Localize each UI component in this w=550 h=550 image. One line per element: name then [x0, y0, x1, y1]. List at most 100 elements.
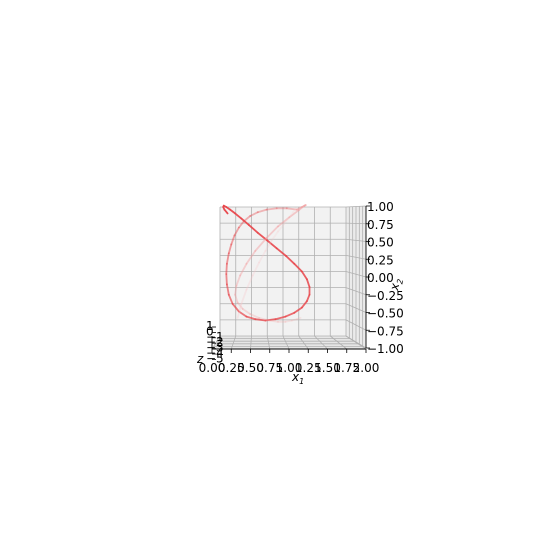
y-tick-label: 0.00 [367, 271, 394, 285]
y-tick-label: −1.00 [367, 342, 404, 356]
trajectory-segment [248, 224, 259, 234]
z-tick-label: −2 [206, 335, 224, 349]
trajectory-segment [245, 315, 257, 321]
trajectory-segment [256, 208, 268, 214]
trajectory-segment [305, 293, 311, 303]
x-tick-label: 0.75 [256, 361, 283, 375]
trajectory-segment [245, 249, 257, 265]
x-tick-label: 2.00 [353, 361, 380, 375]
trajectory-segment [264, 239, 273, 252]
axes-panes [212, 206, 366, 349]
x-tick-label: 1.25 [295, 361, 322, 375]
trajectory-segment [240, 217, 250, 227]
z-tick-label: −5 [206, 351, 224, 365]
trajectory-segment [292, 207, 297, 214]
y-tick-label: −0.50 [367, 307, 404, 321]
trajectory-segment [300, 300, 308, 309]
trajectory-segment [234, 212, 243, 220]
trajectory-segment [256, 231, 269, 242]
grid-line-floor [298, 335, 309, 350]
trajectory-segment [235, 274, 242, 287]
y-tick-label: −0.75 [367, 324, 404, 338]
trajectory-segment [245, 274, 254, 291]
grid-line-floor [330, 335, 347, 350]
trajectory-segment [285, 255, 296, 265]
trajectory-segment [284, 311, 296, 318]
trajectory-segment [258, 249, 267, 264]
trajectory-segment [264, 318, 277, 322]
trajectory-segment [254, 318, 267, 322]
x-axis-ticks: 0.000.250.500.751.001.251.501.752.00 [199, 349, 380, 375]
series-2 [234, 204, 307, 323]
trajectory-segment [241, 307, 252, 316]
trajectory-segment [227, 293, 234, 305]
y-tick-label: 0.25 [367, 253, 394, 267]
trajectory-segment [227, 243, 233, 255]
trajectory-series [222, 204, 311, 323]
trajectory-segment [225, 273, 228, 286]
trajectory-segment [231, 302, 240, 313]
z-tick-label: −1 [206, 330, 224, 344]
trajectory-segment [237, 220, 245, 229]
z-tick-label: 0 [206, 324, 214, 338]
trajectory-segment [230, 234, 236, 246]
trajectory-segment [236, 301, 244, 310]
trajectory-segment [288, 211, 295, 219]
y-tick-label: 0.50 [367, 236, 394, 250]
grid-line-floor [250, 335, 252, 350]
x-tick-label: 1.00 [276, 361, 303, 375]
trajectory-segment [288, 209, 300, 219]
trajectory-segment [295, 316, 302, 321]
trajectory-segment [277, 216, 291, 228]
grid-line-floor [230, 335, 237, 350]
grid-line-floor [314, 335, 328, 350]
grid-line-floor [211, 335, 221, 350]
z-axis-ticks: 10−1−2−3−4−5 [206, 319, 224, 365]
trajectory-segment [234, 293, 239, 304]
trajectory-segment [229, 208, 237, 215]
trajectory-segment [242, 215, 252, 223]
trajectory-segment [274, 315, 287, 321]
y-tick-label: −0.25 [367, 289, 404, 303]
trajectory-segment [300, 270, 308, 281]
trajectory-segment [225, 252, 230, 265]
trajectory-segment [293, 306, 303, 314]
trajectory-segment [236, 302, 243, 319]
grid-lines [211, 205, 367, 350]
trajectory-segment [233, 226, 240, 237]
trajectory-segment [283, 216, 291, 225]
trajectory-segment [290, 318, 298, 322]
trajectory-segment [225, 283, 230, 296]
trajectory-segment [268, 319, 279, 323]
trajectory-segment [277, 222, 286, 233]
z-tick-label: −3 [206, 341, 224, 355]
y-tick-label: 1.00 [367, 200, 394, 214]
x-tick-label: 0.25 [218, 361, 245, 375]
trajectory-segment [275, 247, 288, 257]
z-tick-label: −4 [206, 346, 224, 360]
x-tick-label: 1.50 [314, 361, 341, 375]
trajectory-segment [270, 230, 279, 242]
trajectory-segment [297, 204, 306, 212]
y-axis-label: x2 [387, 277, 405, 293]
trajectory-segment [249, 313, 261, 319]
x-tick-label: 0.50 [237, 361, 264, 375]
series-1 [222, 204, 311, 322]
trajectory-segment [254, 237, 268, 252]
trajectory-segment [258, 316, 271, 322]
grid-line-floor [282, 335, 290, 350]
x-tick-label: 1.75 [333, 361, 360, 375]
trajectory-segment [237, 310, 248, 318]
x-tick-label: 0.00 [199, 361, 226, 375]
trajectory-segment [266, 239, 278, 250]
trajectory-segment [284, 319, 293, 323]
z-tick-label: 1 [206, 319, 214, 333]
trajectory-segment [239, 262, 248, 277]
trajectory-segment [249, 211, 259, 217]
trajectory-segment [240, 288, 248, 305]
trajectory-segment [285, 207, 298, 211]
trajectory-segment [265, 225, 279, 239]
trajectory-segment [265, 207, 278, 211]
trajectory-segment [234, 284, 238, 296]
